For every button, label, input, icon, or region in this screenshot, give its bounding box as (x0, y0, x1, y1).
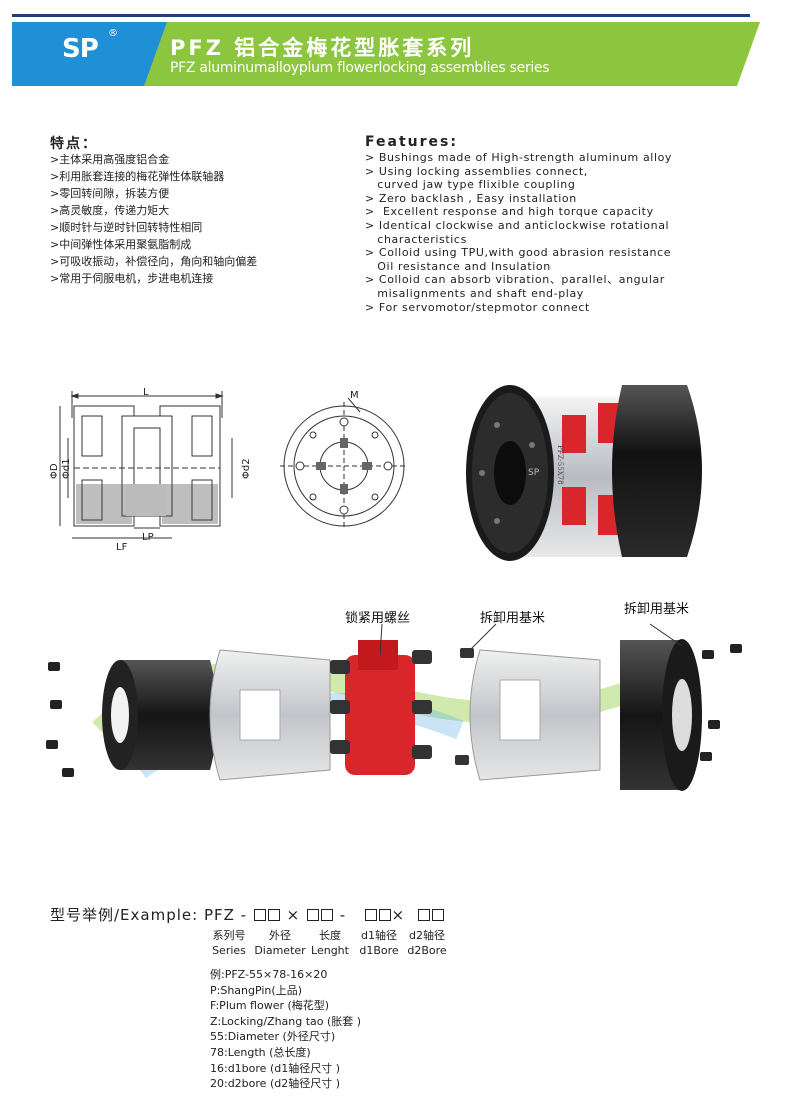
callout-datum-1: 拆卸用基米 (480, 611, 546, 626)
coupling-side-view-drawing: L ΦD Φd1 Φd2 LF LP (49, 388, 252, 553)
model-code-notes: 例:PFZ-55×78-16×20 P:ShangPin(上品) F:Plum … (210, 967, 361, 1092)
feature-item: >可吸收振动，补偿径向，角向和轴向偏差 (50, 255, 258, 268)
dim-phid1: Φd1 (61, 458, 72, 479)
feature-item: Oil resistance and Insulation (365, 259, 551, 273)
feature-item: >常用于伺服电机，步进电机连接 (50, 272, 214, 285)
example-prefix: 型号举例/Example: PFZ - (50, 906, 253, 924)
code-box (321, 909, 333, 921)
callout-leaders (380, 623, 683, 657)
header-banner (12, 22, 760, 86)
feature-item: > Bushings made of High-strength aluminu… (365, 151, 673, 164)
feature-item: >利用胀套连接的梅花弹性体联轴器 (50, 170, 225, 183)
feature-item: misalignments and shaft end-play (365, 286, 584, 300)
page-title-en: PFZ aluminumalloyplum flowerlocking asse… (170, 60, 550, 76)
feature-item: > Zero backlash , Easy installation (365, 191, 577, 205)
col-label-cn: d1轴径 (361, 929, 397, 942)
dim-L: L (143, 388, 149, 398)
features-heading-cn: 特点： (50, 136, 98, 152)
feature-item: >零回转间隙，拆装方便 (50, 187, 170, 200)
product-logo: SP (528, 468, 540, 478)
col-label-en: Series (212, 944, 246, 957)
dim-LP: LP (142, 532, 154, 543)
dim-M: M (350, 390, 359, 401)
col-label-en: Diameter (254, 944, 306, 957)
feature-item: >中间弹性体采用聚氨脂制成 (50, 238, 192, 251)
code-box (253, 909, 266, 921)
feature-item: > For servomotor/stepmotor connect (365, 300, 590, 314)
feature-item: > Using locking assemblies connect, (365, 164, 588, 178)
note-line: P:ShangPin(上品) (210, 983, 302, 997)
callout-datum-2: 拆卸用基米 (624, 602, 690, 617)
col-label-en: d1Bore (359, 944, 399, 957)
note-line: Z:Locking/Zhang tao (胀套 ) (210, 1014, 362, 1028)
col-d1: d1轴径 d1Bore (356, 928, 402, 958)
product-engraving: PFZ-55X78 (556, 445, 564, 485)
exploded-assembly-image (46, 639, 742, 791)
features-list-cn: >主体采用高强度铝合金 >利用胀套连接的梅花弹性体联轴器 >零回转间隙，拆装方便… (50, 151, 257, 287)
note-line: 55:Diameter (外径尺寸) (210, 1030, 336, 1044)
dim-LF: LF (116, 542, 128, 553)
note-line: 78:Length (总长度) (210, 1045, 311, 1059)
note-line: 20:d2bore (d2轴径尺寸 ) (210, 1077, 341, 1091)
col-label-cn: 系列号 (212, 929, 246, 942)
coupling-end-view-drawing: M (280, 390, 408, 530)
feature-item: characteristics (365, 232, 467, 246)
col-series: 系列号 Series (207, 928, 251, 958)
feature-item: > Excellent response and high torque cap… (365, 205, 654, 219)
callout-locking-screw: 锁紧用螺丝 (345, 611, 411, 626)
registered-mark: ® (108, 28, 118, 39)
dim-phid2: Φd2 (241, 458, 252, 479)
feature-item: >高灵敏度，传递力矩大 (50, 204, 170, 217)
code-box (431, 909, 444, 921)
col-label-en: Lenght (311, 944, 349, 957)
code-box (417, 909, 430, 921)
times-sign: × (391, 906, 406, 924)
code-box (267, 909, 280, 921)
features-heading-en: Features: (365, 134, 458, 150)
col-label-cn: 长度 (319, 929, 341, 942)
feature-item: > Colloid can absorb vibration、parallel、… (365, 273, 665, 287)
col-d2: d2轴径 d2Bore (404, 928, 450, 958)
note-line: 16:d1bore (d1轴径尺寸 ) (210, 1061, 341, 1075)
model-example-line: 型号举例/Example: PFZ - × - × (50, 904, 445, 925)
col-diameter: 外径 Diameter (252, 928, 308, 958)
col-label-cn: 外径 (269, 929, 291, 942)
dim-phiD: ΦD (49, 463, 60, 479)
col-label-cn: d2轴径 (409, 929, 445, 942)
times-sign: × (286, 906, 301, 924)
feature-item: >主体采用高强度铝合金 (50, 153, 170, 166)
coupling-product-image: SP PFZ-55X78 (466, 385, 702, 561)
top-rule (12, 14, 750, 17)
col-label-en: d2Bore (407, 944, 447, 957)
features-list-en: > Bushings made of High-strength aluminu… (365, 151, 672, 314)
feature-item: > Identical clockwise and anticlockwise … (365, 218, 670, 232)
code-box (307, 909, 319, 921)
feature-item: > Colloid using TPU,with good abrasion r… (365, 246, 672, 260)
col-length: 长度 Lenght (308, 928, 352, 958)
dash-sign: - (334, 906, 352, 924)
note-line: 例:PFZ-55×78-16×20 (210, 968, 328, 981)
code-box (364, 909, 377, 921)
feature-item: >顺时针与逆时针回转特性相同 (50, 221, 203, 234)
note-line: F:Plum flower (梅花型) (210, 999, 330, 1013)
brand-logo: SP (62, 34, 99, 64)
page-title-cn: PFZ 铝合金梅花型胀套系列 (170, 36, 475, 60)
feature-item: curved jaw type flixible coupling (365, 178, 576, 192)
code-box (378, 909, 391, 921)
